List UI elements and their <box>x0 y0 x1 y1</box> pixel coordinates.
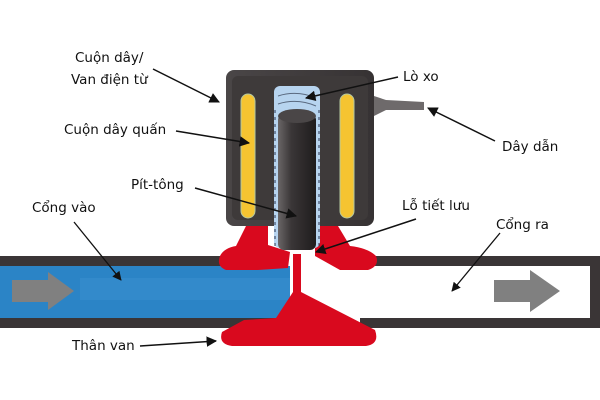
arrow-body <box>139 336 218 347</box>
label-coil-line2: Van điện từ <box>71 72 149 88</box>
arrow-orifice <box>315 218 417 255</box>
piston <box>278 109 316 250</box>
label-winding: Cuộn dây quấn <box>64 122 166 138</box>
arrow-piston <box>194 187 298 219</box>
label-spring: Lò xo <box>403 69 439 85</box>
label-piston: Pít-tông <box>131 177 184 193</box>
arrow-spring <box>304 76 399 102</box>
label-orifice: Lỗ tiết lưu <box>402 197 470 214</box>
arrow-inlet <box>73 221 122 281</box>
valve-body <box>218 226 377 346</box>
label-outlet: Cổng ra <box>496 216 549 233</box>
label-inlet: Cổng vào <box>32 199 96 216</box>
label-body: Thân van <box>71 338 135 354</box>
arrow-wire <box>427 107 496 142</box>
arrow-winding <box>175 130 251 147</box>
winding-left <box>240 93 256 219</box>
label-coil-line1: Cuộn dây/ <box>75 50 144 66</box>
label-wire: Dây dẫn <box>502 138 558 155</box>
winding-right <box>339 93 355 219</box>
outlet-flow-arrow <box>494 270 560 312</box>
arrow-coil <box>152 68 220 103</box>
arrow-outlet <box>451 232 501 292</box>
outlet-pipe <box>360 256 600 328</box>
wire-connector <box>374 96 424 116</box>
inlet-flow-arrow <box>12 272 74 310</box>
